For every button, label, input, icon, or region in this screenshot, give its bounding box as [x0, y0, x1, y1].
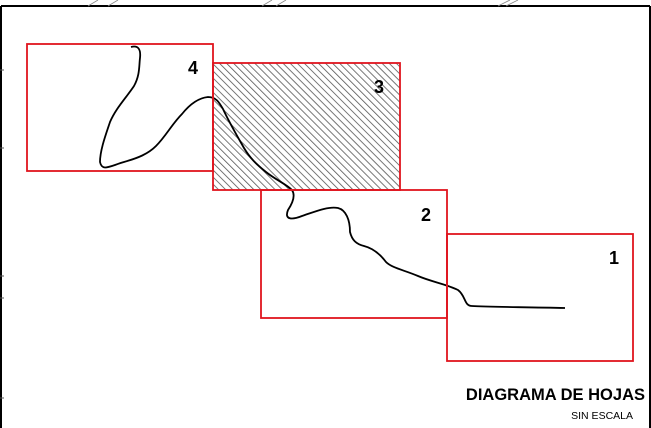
sheet-1-outline[interactable]	[446, 233, 634, 362]
sheet-4-outline[interactable]	[26, 43, 214, 172]
diagram-title: DIAGRAMA DE HOJAS	[466, 386, 645, 404]
sheet-4-label: 4	[188, 58, 198, 78]
frame-ticks	[0, 69, 4, 399]
frame-edge-lines	[87, 0, 519, 7]
diagram-scale-note: SIN ESCALA	[571, 410, 633, 422]
sheet-3-label: 3	[374, 77, 384, 97]
sheet-1-label: 1	[609, 248, 619, 268]
route-line	[99, 45, 566, 309]
sheet-3-hatch	[213, 63, 400, 190]
map-frame	[0, 5, 651, 428]
sheet-2-label: 2	[421, 205, 431, 225]
